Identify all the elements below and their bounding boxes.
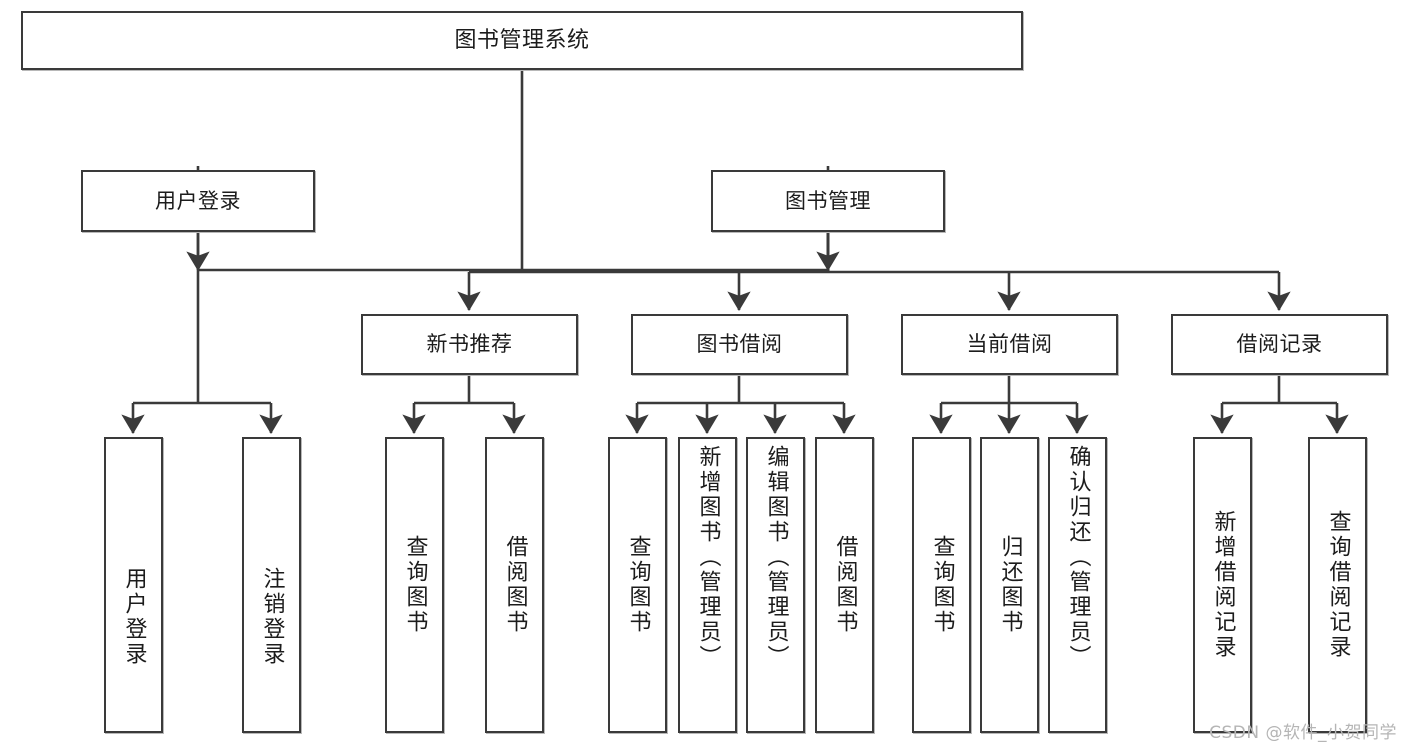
node-label: 确认归还（管理员） — [1065, 445, 1091, 670]
node-book-management[interactable]: 图书管理 — [711, 170, 945, 232]
node-leaf-return-book[interactable]: 归还图书 — [980, 437, 1039, 733]
node-label: 查询图书 — [402, 535, 428, 635]
node-label: 新增借阅记录 — [1210, 510, 1236, 660]
node-leaf-logout[interactable]: 注销登录 — [242, 437, 301, 733]
node-label: 查询图书 — [625, 535, 651, 635]
node-leaf-edit-book-admin[interactable]: 编辑图书（管理员） — [746, 437, 805, 733]
node-leaf-query-book-recommend[interactable]: 查询图书 — [385, 437, 444, 733]
node-leaf-confirm-return-admin[interactable]: 确认归还（管理员） — [1048, 437, 1107, 733]
node-label: 新书推荐 — [426, 332, 513, 357]
node-label: 用户登录 — [121, 567, 147, 667]
node-leaf-query-borrow-record[interactable]: 查询借阅记录 — [1308, 437, 1367, 733]
node-label: 当前借阅 — [966, 332, 1053, 357]
node-leaf-add-book-admin[interactable]: 新增图书（管理员） — [678, 437, 737, 733]
node-label: 图书管理 — [785, 188, 871, 213]
node-label: 查询图书 — [929, 535, 955, 635]
node-label: 图书借阅 — [696, 332, 783, 357]
node-user-login[interactable]: 用户登录 — [81, 170, 315, 232]
node-label: 用户登录 — [155, 188, 241, 213]
node-leaf-add-borrow-record[interactable]: 新增借阅记录 — [1193, 437, 1252, 733]
node-root-system[interactable]: 图书管理系统 — [21, 11, 1023, 70]
node-leaf-query-book-borrow[interactable]: 查询图书 — [608, 437, 667, 733]
node-book-borrow[interactable]: 图书借阅 — [631, 314, 848, 375]
node-new-book-recommend[interactable]: 新书推荐 — [361, 314, 578, 375]
node-label: 查询借阅记录 — [1325, 510, 1351, 660]
node-label: 借阅图书 — [832, 535, 858, 635]
node-label: 借阅记录 — [1236, 332, 1323, 357]
node-leaf-user-login[interactable]: 用户登录 — [104, 437, 163, 733]
csdn-watermark: CSDN @软件_小贺同学 — [1209, 723, 1397, 743]
node-label: 新增图书（管理员） — [695, 445, 721, 670]
node-current-borrow[interactable]: 当前借阅 — [901, 314, 1118, 375]
node-leaf-query-book-current[interactable]: 查询图书 — [912, 437, 971, 733]
node-borrow-record[interactable]: 借阅记录 — [1171, 314, 1388, 375]
node-label: 图书管理系统 — [454, 27, 590, 53]
node-label: 编辑图书（管理员） — [763, 445, 789, 670]
node-label: 借阅图书 — [502, 535, 528, 635]
node-label: 注销登录 — [259, 567, 285, 667]
node-label: 归还图书 — [997, 535, 1023, 635]
node-leaf-borrow-book-recommend[interactable]: 借阅图书 — [485, 437, 544, 733]
node-leaf-borrow-book[interactable]: 借阅图书 — [815, 437, 874, 733]
